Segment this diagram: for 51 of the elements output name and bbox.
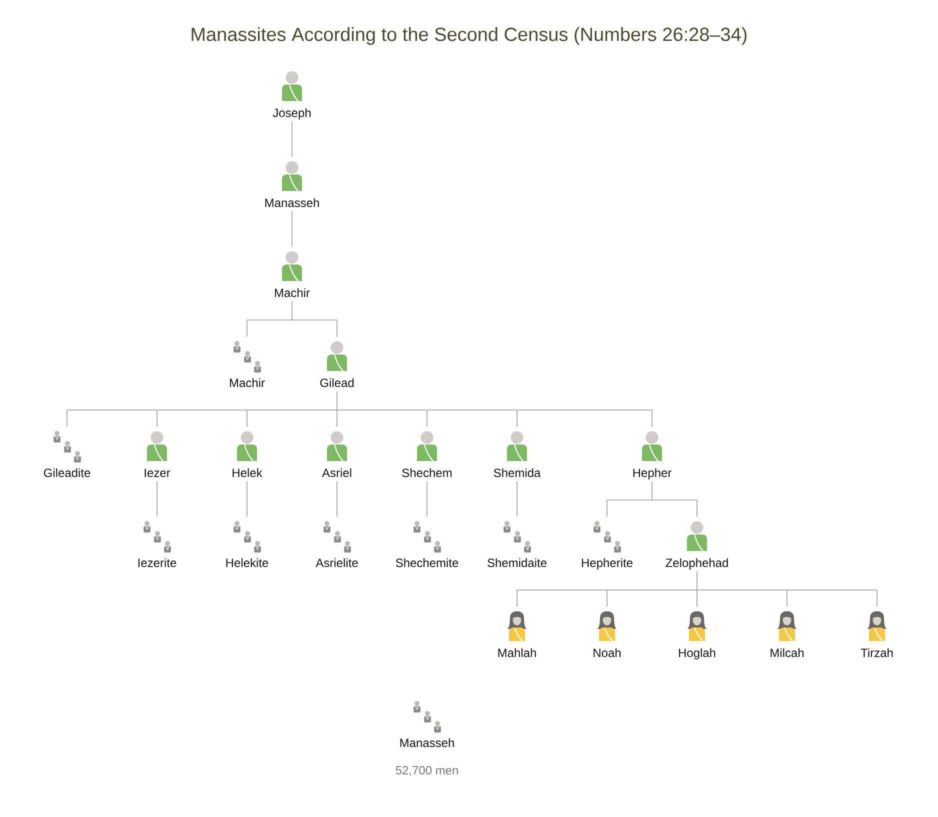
connector-line — [516, 590, 518, 608]
connector-line — [426, 480, 428, 518]
connector-line — [876, 590, 878, 608]
name-label: Helekite — [226, 558, 268, 568]
connector-line — [426, 410, 428, 428]
name-label: Noah — [594, 648, 621, 658]
connector-line — [606, 500, 608, 518]
name-label: Milcah — [770, 648, 804, 658]
connector-line — [516, 570, 878, 590]
name-label: Shemidaite — [488, 558, 546, 568]
connector-line — [336, 320, 338, 338]
name-label: Shechem — [402, 468, 452, 478]
connector-line — [246, 410, 248, 428]
name-label: Asrielite — [316, 558, 358, 568]
connector-line — [516, 410, 518, 428]
name-label: Joseph — [272, 108, 311, 120]
name-label: Iezerite — [138, 558, 176, 568]
connector-line — [66, 410, 68, 428]
name-label: Shechemite — [396, 558, 458, 568]
name-label: Zelophehad — [666, 558, 728, 570]
name-label: Gilead — [320, 378, 354, 388]
name-label: Machir — [275, 288, 310, 298]
connector-line — [786, 590, 788, 608]
connector-line — [246, 320, 248, 338]
connector-line — [66, 390, 652, 410]
connector-line — [696, 500, 698, 518]
name-label: Iezer — [144, 468, 170, 478]
name-label: Tirzah — [860, 648, 893, 658]
connector-line — [246, 480, 248, 518]
connector-line — [606, 480, 698, 500]
name-label: Shemida — [494, 468, 541, 478]
connector-line — [156, 410, 158, 428]
name-label: Hepherite — [582, 558, 632, 570]
name-label: Machir — [230, 378, 265, 388]
count-label: 52,700 men — [396, 766, 458, 776]
name-label: Hepher — [633, 468, 672, 480]
name-label: Manasseh — [265, 198, 319, 208]
name-label: Helek — [232, 468, 262, 478]
name-label: Manasseh — [400, 738, 454, 748]
name-label: Hoglah — [678, 648, 716, 660]
connector-line — [156, 480, 158, 518]
connector-line — [516, 480, 518, 518]
name-label: Mahlah — [498, 648, 536, 658]
connector-line — [246, 300, 338, 320]
name-label: Asriel — [322, 468, 352, 478]
title: Manassites According to the Second Census (Numbers 26:28–34) — [192, 27, 747, 45]
connector-line — [696, 590, 698, 608]
name-label: Gileadite — [44, 468, 90, 478]
connector-line — [606, 590, 608, 608]
connector-line — [336, 480, 338, 518]
connector-line — [336, 410, 338, 428]
